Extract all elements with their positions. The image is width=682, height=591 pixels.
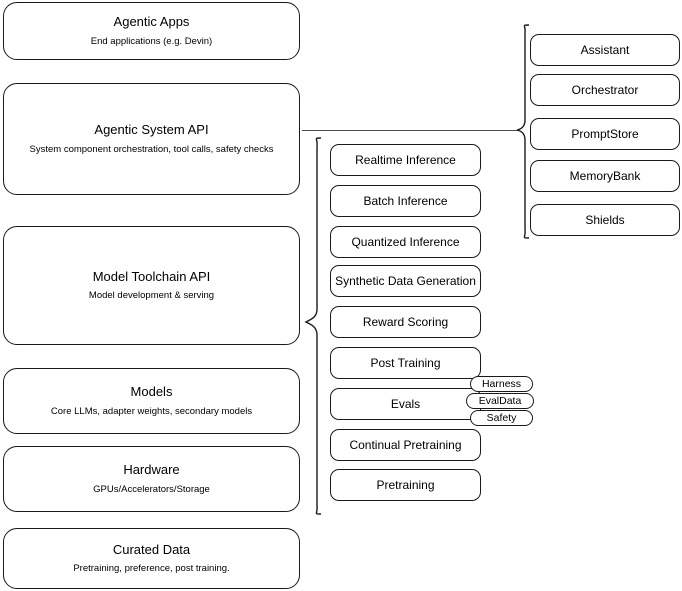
eval-badge-label: Safety xyxy=(486,412,517,424)
layer-box-curated-data[interactable]: Curated Data Pretraining, preference, po… xyxy=(3,528,300,589)
capability-label: Continual Pretraining xyxy=(349,437,462,452)
capability-label: Realtime Inference xyxy=(355,152,456,167)
layer-title: Models xyxy=(130,384,173,400)
component-label: Shields xyxy=(585,212,625,227)
component-label: Orchestrator xyxy=(571,82,639,97)
capability-box-realtime-inference[interactable]: Realtime Inference xyxy=(330,144,481,176)
component-label: MemoryBank xyxy=(569,168,641,183)
layer-subtitle: Model development & serving xyxy=(88,290,215,302)
component-box-promptstore[interactable]: PromptStore xyxy=(530,118,680,150)
capability-box-synthetic-data-generation[interactable]: Synthetic Data Generation xyxy=(330,265,481,297)
component-label: PromptStore xyxy=(571,126,639,141)
layer-subtitle: Pretraining, preference, post training. xyxy=(73,563,230,575)
layer-box-models[interactable]: Models Core LLMs, adapter weights, secon… xyxy=(3,368,300,434)
capability-label: Evals xyxy=(390,396,421,411)
layer-subtitle: GPUs/Accelerators/Storage xyxy=(93,483,210,495)
eval-badge-harness[interactable]: Harness xyxy=(470,376,533,392)
eval-badge-label: EvalData xyxy=(478,395,522,407)
component-label: Assistant xyxy=(580,42,630,57)
layer-title: Curated Data xyxy=(112,541,191,557)
connector-system-api-to-assistant-group xyxy=(302,130,518,131)
capability-box-evals[interactable]: Evals xyxy=(330,388,481,420)
layer-box-model-toolchain-api[interactable]: Model Toolchain API Model development & … xyxy=(3,226,300,345)
layer-subtitle: End applications (e.g. Devin) xyxy=(90,35,213,47)
layer-box-agentic-apps[interactable]: Agentic Apps End applications (e.g. Devi… xyxy=(3,2,300,60)
layer-title: Agentic System API xyxy=(94,122,209,138)
component-box-assistant[interactable]: Assistant xyxy=(530,34,680,66)
capability-label: Pretraining xyxy=(376,477,435,492)
capability-label: Synthetic Data Generation xyxy=(335,273,476,288)
capability-label: Batch Inference xyxy=(363,193,448,208)
layer-title: Agentic Apps xyxy=(113,14,190,30)
capability-label: Quantized Inference xyxy=(351,234,460,249)
eval-badge-safety[interactable]: Safety xyxy=(470,410,533,426)
eval-badge-evaldata[interactable]: EvalData xyxy=(466,393,534,409)
layer-subtitle: System component orchestration, tool cal… xyxy=(29,143,274,155)
right-column-brace-icon xyxy=(512,22,534,247)
middle-column-brace-icon xyxy=(300,134,322,519)
capability-box-batch-inference[interactable]: Batch Inference xyxy=(330,185,481,217)
capability-box-continual-pretraining[interactable]: Continual Pretraining xyxy=(330,429,481,461)
capability-label: Post Training xyxy=(370,355,441,370)
capability-box-reward-scoring[interactable]: Reward Scoring xyxy=(330,306,481,338)
eval-badge-label: Harness xyxy=(481,378,522,390)
layer-title: Model Toolchain API xyxy=(92,268,211,284)
component-box-shields[interactable]: Shields xyxy=(530,204,680,236)
capability-box-pretraining[interactable]: Pretraining xyxy=(330,469,481,501)
capability-box-post-training[interactable]: Post Training xyxy=(330,347,481,379)
capability-box-quantized-inference[interactable]: Quantized Inference xyxy=(330,226,481,258)
capability-label: Reward Scoring xyxy=(362,314,449,329)
component-box-orchestrator[interactable]: Orchestrator xyxy=(530,74,680,106)
layer-box-agentic-system-api[interactable]: Agentic System API System component orch… xyxy=(3,83,300,195)
layer-box-hardware[interactable]: Hardware GPUs/Accelerators/Storage xyxy=(3,446,300,512)
component-box-memorybank[interactable]: MemoryBank xyxy=(530,160,680,192)
layer-title: Hardware xyxy=(123,462,180,478)
layer-subtitle: Core LLMs, adapter weights, secondary mo… xyxy=(50,405,253,417)
